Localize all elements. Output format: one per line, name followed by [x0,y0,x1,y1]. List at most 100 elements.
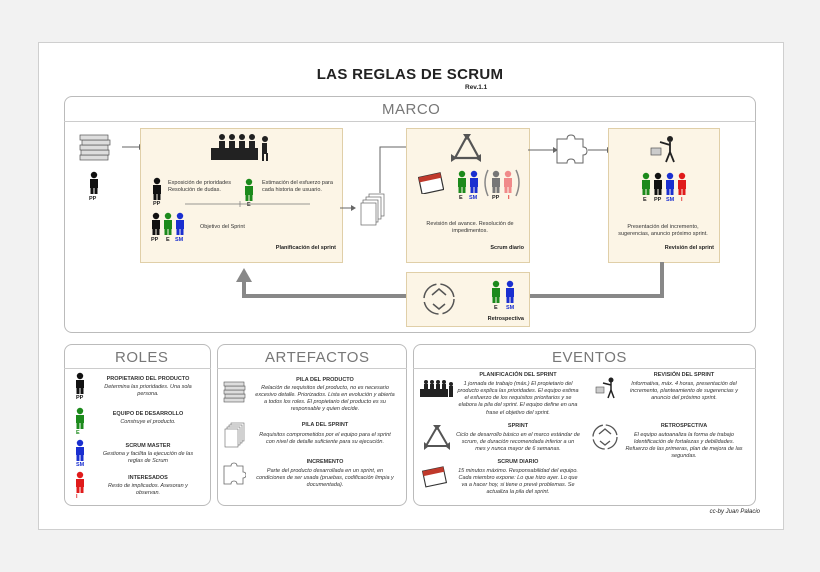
role-name: INTERESADOS [128,475,168,481]
evento-name: PLANIFICACIÓN DEL SPRINT [479,372,557,378]
product-backlog-icon [79,134,111,161]
sm-label: SM [469,195,478,201]
team-persons-icon [152,212,184,235]
e-label: E [247,202,251,208]
recycle-cycle-icon [424,425,450,450]
team-persons-icon [458,170,478,193]
sm-label: SM [666,197,675,203]
pp-label: PP [89,196,97,202]
arrow-right-icon [340,205,356,211]
artefactos-title: ARTEFACTOS [265,349,370,366]
roles-divider [64,368,211,369]
presenter-icon [650,136,675,163]
roles-title: ROLES [115,349,169,366]
meeting-table-icon [420,380,453,397]
i-person-icon [76,471,84,493]
arrow-right-icon [528,147,558,153]
e-person-icon [76,407,84,429]
revision-box [608,128,720,263]
recycle-cycle-icon [451,133,481,162]
planificacion-text-2: Estimación del esfuerzo para cada histor… [262,180,333,194]
eventos-title: EVENTOS [552,349,627,366]
role-desc: Gestiona y facilita la ejecución de las … [102,451,194,465]
artefacto-name: INCREMENTO [306,459,344,465]
evento-name: SCRUM DIARIO [497,459,539,465]
sprint-backlog-icon [360,193,385,226]
e-person-icon [245,178,253,201]
evento-name: REVISIÓN DEL SPRINT [653,372,715,378]
bracket-line [185,201,310,207]
sprint-backlog-icon [224,422,245,448]
artefacto-desc: Requisitos comprometidos por el equipo p… [259,432,391,446]
evento-desc: Ciclo de desarrollo básico en el marco e… [456,432,580,453]
artefacto-name: PILA DEL PRODUCTO [296,377,354,383]
role-desc: Resto de implicados. Asesoran y observan… [108,483,188,497]
role-abbr: PP [76,395,84,401]
team-persons-icon [492,280,514,303]
sm-person-icon [76,439,84,461]
artefacto-desc: Parte del producto desarrollada en un sp… [256,468,394,489]
diario-caption: Scrum diario [490,245,524,251]
sm-label: SM [506,305,515,311]
pp-person-icon [76,372,84,394]
observers-icon [484,169,520,197]
role-abbr: I [76,494,78,500]
product-backlog-icon [223,381,246,403]
i-label: I [508,195,510,201]
page-title: LAS REGLAS DE SCRUM [316,66,504,83]
planificacion-text-1: Exposición de prioridades Resolución de … [168,180,231,194]
i-label: I [681,197,683,203]
evento-desc: Informativa, máx. 4 horas, presentación … [630,381,738,402]
planificacion-text-3: Objetivo del Sprint [200,224,245,230]
planificacion-caption: Planificación del sprint [275,245,336,251]
role-desc: Determina las prioridades. Una sola pers… [104,384,192,398]
team-persons-icon [642,172,686,195]
revision-label: Rev.1.1 [465,84,488,91]
scrum-diario-box [406,128,530,263]
pp-label: PP [151,237,159,243]
role-abbr: E [76,430,80,436]
evento-desc: 15 minutos máximo. Responsabilidad del e… [458,468,578,496]
artefactos-divider [217,368,407,369]
role-name: EQUIPO DE DESARROLLO [112,411,184,417]
presenter-icon [595,377,615,399]
retrospective-cycle-icon [592,424,618,450]
pp-label: PP [153,201,161,207]
role-name: SCRUM MASTER [125,443,171,449]
sm-label: SM [175,237,184,243]
pp-person-icon [90,171,98,194]
marco-divider [64,121,756,122]
pp-person-icon [153,177,161,200]
diario-text: Revisión del avance. Resolución de imped… [426,221,514,235]
calendar-icon [422,466,448,488]
revision-text: Presentación del incremento, sugerencias… [618,224,708,238]
evento-desc: 1 jornada de trabajo (máx.) El propietar… [457,381,579,416]
meeting-table-icon [211,134,268,161]
roles-panel [64,344,211,506]
evento-name: RETROSPECTIVA [660,423,708,429]
evento-name: SPRINT [507,423,529,429]
artefacto-name: PILA DEL SPRINT [301,422,349,428]
e-label: E [459,195,463,201]
e-label: E [643,197,647,203]
artefactos-panel [217,344,407,506]
marco-title: MARCO [382,101,441,118]
calendar-icon [418,172,444,194]
evento-desc: El equipo autoanaliza la forma de trabaj… [625,432,743,460]
pp-label: PP [492,195,500,201]
artefacto-desc: Relación de requisitos del producto, no … [255,385,395,413]
role-desc: Construye el producto. [120,419,176,425]
eventos-panel [413,344,756,506]
increment-puzzle-icon [556,134,588,164]
pp-label: PP [654,197,662,203]
retrospective-cycle-icon [423,283,455,315]
footer-credit: cc-by Juan Palacio [709,509,760,515]
e-label: E [166,237,170,243]
increment-puzzle-icon [223,462,246,485]
role-abbr: SM [76,462,85,468]
retro-caption: Retrospectiva [487,316,524,322]
eventos-divider [413,368,756,369]
e-label: E [494,305,498,311]
revision-caption: Revisión del sprint [664,245,714,251]
role-name: PROPIETARIO DEL PRODUCTO [106,376,190,382]
